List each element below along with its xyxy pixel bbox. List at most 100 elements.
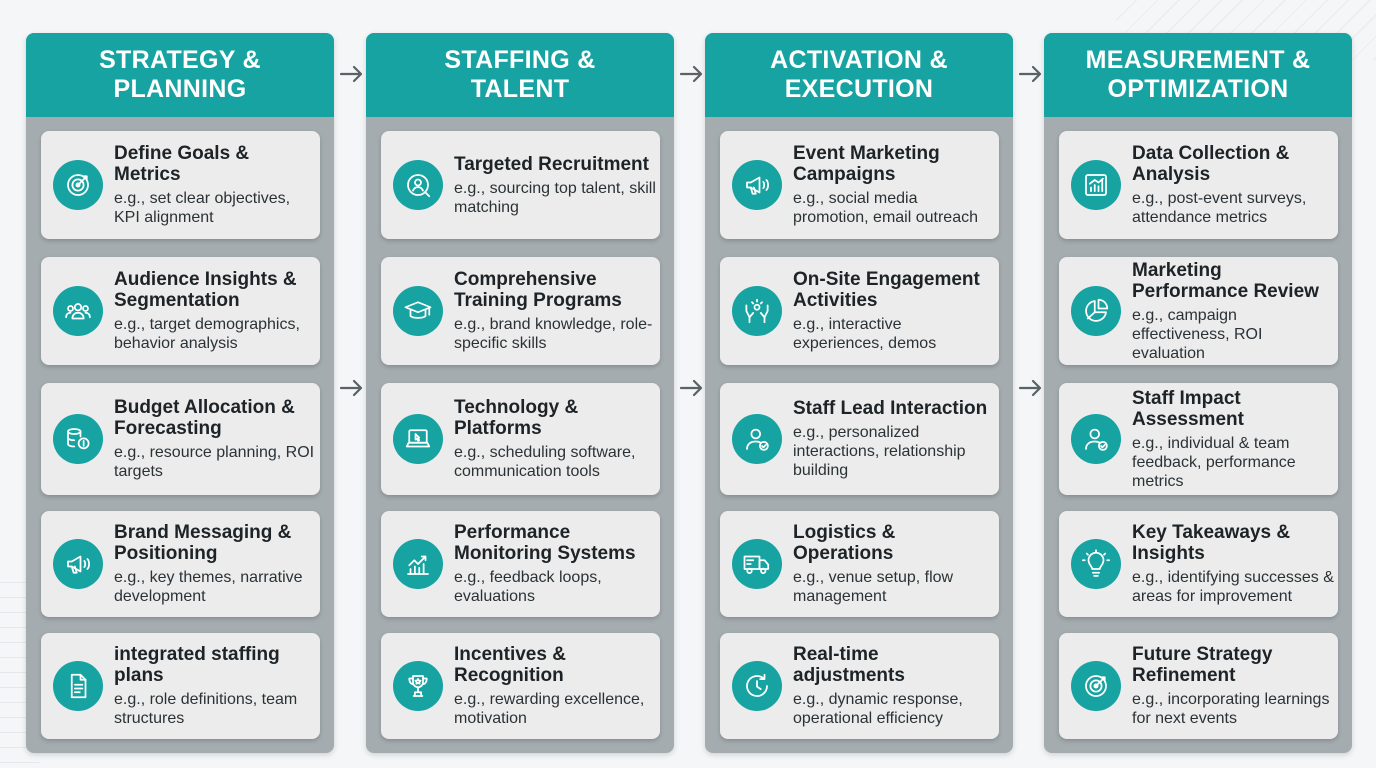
target-icon [1071,661,1121,711]
megaphone-icon [53,539,103,589]
step-card: Logistics & Operations e.g., venue setup,… [720,511,999,617]
step-card: Technology & Platforms e.g., scheduling s… [381,383,660,495]
step-title: Audience Insights & Segmentation [114,269,297,311]
step-title: Key Takeaways & Insights [1132,522,1291,564]
person-check-icon [1071,414,1121,464]
step-description: e.g., feedback loops, evaluations [454,569,602,605]
lightbulb-icon [1071,539,1121,589]
coin-database-icon [53,414,103,464]
step-title: Brand Messaging & Positioning [114,522,292,564]
trophy-icon [393,661,443,711]
step-card: Real-time adjustments e.g., dynamic respo… [720,633,999,739]
step-title: Targeted Recruitment [454,153,649,175]
stage-header: ACTIVATION & EXECUTION [705,33,1013,117]
step-card: integrated staffing plans e.g., role defi… [41,633,320,739]
step-text: Performance Monitoring Systems e.g., feed… [454,522,656,606]
stage-header: MEASUREMENT & OPTIMIZATION [1044,33,1352,117]
step-title: Logistics & Operations [793,522,896,564]
step-card: Event Marketing Campaigns e.g., social me… [720,131,999,239]
step-text: Real-time adjustments e.g., dynamic respo… [793,644,995,728]
step-text: Targeted Recruitment e.g., sourcing top t… [454,154,656,217]
step-title: Budget Allocation & Forecasting [114,397,295,439]
clock-refresh-icon [732,661,782,711]
step-description: e.g., personalized interactions, relatio… [793,424,966,479]
step-title: Technology & Platforms [454,397,579,439]
step-title: Comprehensive Training Programs [454,269,622,311]
pie-chart-icon [1071,286,1121,336]
step-description: e.g., brand knowledge, role-specific ski… [454,316,653,352]
step-text: Key Takeaways & Insights e.g., identifyin… [1132,522,1334,606]
step-description: e.g., dynamic response, operational effi… [793,691,963,727]
raised-hands-icon [732,286,782,336]
stage-column-staffing-talent: STAFFING & TALENT Targeted Recruitment e.g… [366,33,674,753]
stage-column-activation-execution: ACTIVATION & EXECUTION Event Marketing Ca… [705,33,1013,753]
step-description: e.g., identifying successes & areas for … [1132,569,1334,605]
step-title: Future Strategy Refinement [1132,644,1273,686]
flow-arrow-icon [678,64,706,84]
step-card: Comprehensive Training Programs e.g., bra… [381,257,660,365]
flow-arrow-icon [1017,378,1045,398]
step-card: Targeted Recruitment e.g., sourcing top t… [381,131,660,239]
bar-chart-icon [1071,160,1121,210]
growth-chart-icon [393,539,443,589]
stage-column-measurement-optimization: MEASUREMENT & OPTIMIZATION Data Collectio… [1044,33,1352,753]
flow-arrow-icon [338,64,366,84]
target-icon [53,160,103,210]
step-text: Technology & Platforms e.g., scheduling s… [454,397,656,481]
step-title: Event Marketing Campaigns [793,143,940,185]
step-card: Key Takeaways & Insights e.g., identifyin… [1059,511,1338,617]
step-description: e.g., incorporating learnings for next e… [1132,691,1330,727]
step-description: e.g., interactive experiences, demos [793,316,937,352]
megaphone-icon [732,160,782,210]
step-description: e.g., target demographics, behavior anal… [114,316,300,352]
stage-header: STRATEGY & PLANNING [26,33,334,117]
step-title: Real-time adjustments [793,644,905,686]
step-card: Performance Monitoring Systems e.g., feed… [381,511,660,617]
stage-column-strategy-planning: STRATEGY & PLANNING Define Goals & Metric… [26,33,334,753]
stage-header: STAFFING & TALENT [366,33,674,117]
step-text: Event Marketing Campaigns e.g., social me… [793,143,995,227]
delivery-truck-icon [732,539,782,589]
step-text: Comprehensive Training Programs e.g., bra… [454,269,656,353]
step-description: e.g., set clear objectives, KPI alignmen… [114,190,291,226]
step-text: Audience Insights & Segmentation e.g., ta… [114,269,316,353]
step-description: e.g., sourcing top talent, skill matchin… [454,179,656,216]
flow-arrow-icon [338,378,366,398]
step-title: Staff Impact Assessment [1132,387,1244,430]
step-text: Logistics & Operations e.g., venue setup,… [793,522,995,606]
step-description: e.g., scheduling software, communication… [454,444,636,480]
step-text: Define Goals & Metrics e.g., set clear ob… [114,143,316,227]
document-list-icon [53,661,103,711]
step-description: e.g., social media promotion, email outr… [793,190,978,226]
step-description: e.g., post-event surveys, attendance met… [1132,190,1307,226]
step-title: On-Site Engagement Activities [793,269,980,311]
step-description: e.g., individual & team feedback, perfor… [1132,434,1296,490]
step-text: Staff Lead Interaction e.g., personalized… [793,398,995,480]
step-description: e.g., campaign effectiveness, ROI evalua… [1132,306,1263,362]
step-title: Define Goals & Metrics [114,143,250,185]
step-text: Future Strategy Refinement e.g., incorpor… [1132,644,1334,728]
step-title: integrated staffing plans [114,644,280,686]
step-text: Data Collection & Analysis e.g., post-eve… [1132,143,1334,227]
flow-arrow-icon [678,378,706,398]
step-description: e.g., role definitions, team structures [114,691,298,727]
step-description: e.g., venue setup, flow management [793,569,954,605]
step-title: Staff Lead Interaction [793,398,988,419]
step-text: integrated staffing plans e.g., role defi… [114,644,316,728]
step-title: Performance Monitoring Systems [454,522,636,564]
step-card: Future Strategy Refinement e.g., incorpor… [1059,633,1338,739]
step-card: Staff Lead Interaction e.g., personalized… [720,383,999,495]
step-title: Incentives & Recognition [454,644,566,686]
step-title: Data Collection & Analysis [1132,143,1290,185]
step-card: Define Goals & Metrics e.g., set clear ob… [41,131,320,239]
step-card: Audience Insights & Segmentation e.g., ta… [41,257,320,365]
